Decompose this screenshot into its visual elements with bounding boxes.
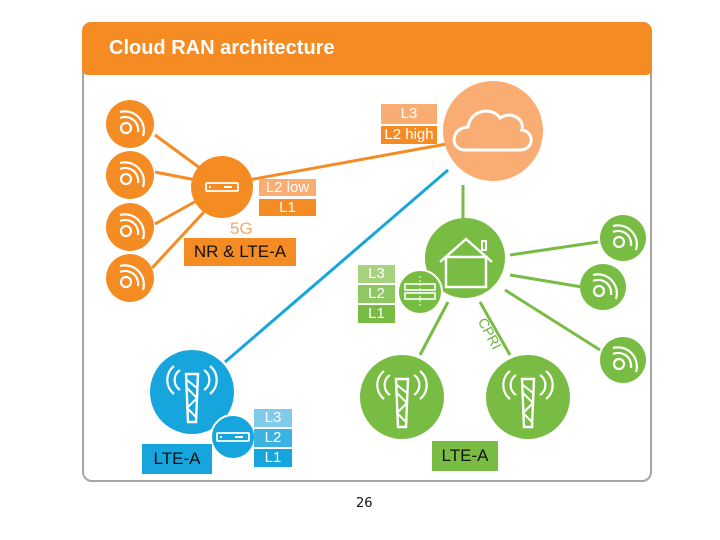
house-icon: [439, 237, 493, 289]
link-antenna: [509, 273, 583, 289]
5g-node: [191, 156, 253, 218]
page-title: Cloud RAN architecture: [109, 37, 335, 59]
header-bar: Cloud RAN architecture: [82, 22, 652, 75]
links: [150, 133, 601, 364]
link-antenna: [504, 288, 601, 352]
layer-label: L3: [264, 409, 282, 426]
5g-caption: 5G: [230, 219, 253, 238]
link-antenna: [154, 170, 197, 182]
link-tower: [418, 301, 450, 356]
5g-tag: NR & LTE-A: [184, 238, 296, 266]
link-lte-cloud: [224, 168, 449, 364]
layer-label: L1: [279, 199, 296, 216]
layer-label: L3: [368, 265, 385, 282]
layer-label: L1: [368, 305, 385, 322]
layer-label: L2: [368, 285, 385, 302]
5g-antennas: [106, 100, 154, 302]
layer-label: L2: [264, 429, 282, 446]
layer-label: L2 low: [265, 179, 310, 196]
link-antenna: [509, 240, 599, 257]
link-antenna: [150, 210, 206, 270]
link-5g-cloud: [231, 141, 453, 185]
layer-label: L3: [400, 105, 418, 122]
layer-label: L2 high: [384, 126, 434, 143]
link-cpri: [478, 301, 512, 356]
layer-label: L1: [264, 449, 282, 466]
lte-green-tag: LTE-A: [432, 441, 498, 471]
link-antenna: [154, 133, 201, 170]
green-antennas: [580, 215, 646, 383]
lte-blue-tag: LTE-A: [142, 444, 212, 474]
server-rack-icon: [404, 276, 436, 308]
cloud-node: [443, 81, 543, 181]
link-antenna: [154, 198, 199, 226]
page-number: 26: [356, 496, 373, 511]
cloud-icon: [452, 109, 533, 152]
